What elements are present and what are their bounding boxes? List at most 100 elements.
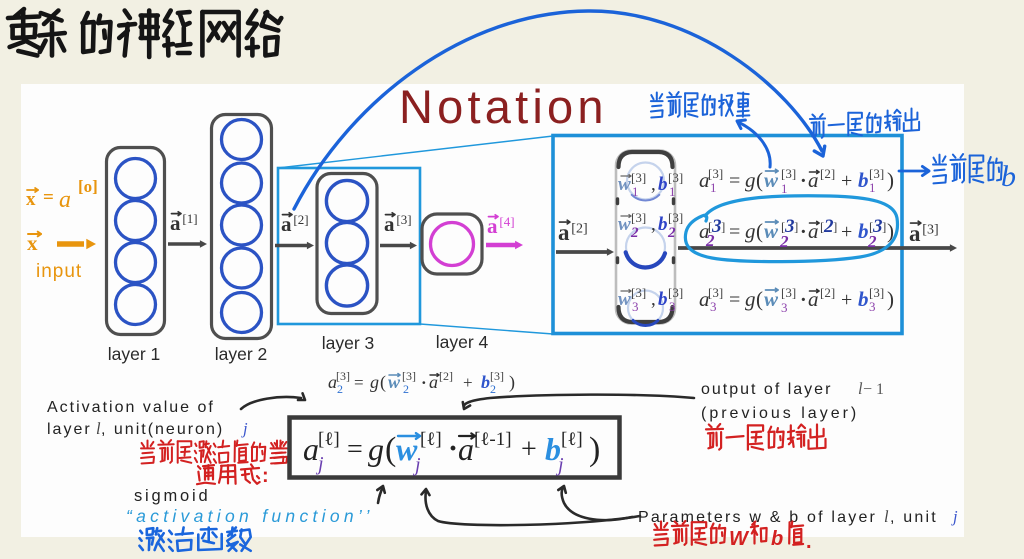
svg-text:[3]: [3] [668,285,683,300]
svg-text:w: w [764,219,779,243]
svg-text:w: w [618,174,631,195]
svg-text:[2]: [2] [571,221,587,236]
svg-text:, unit(neuron): , unit(neuron) [101,421,224,438]
svg-text:b: b [858,168,869,192]
svg-text:b: b [545,431,561,467]
svg-text:[: [ [708,219,712,234]
svg-text:a: a [699,219,710,243]
svg-text:a: a [808,219,819,243]
svg-text:2: 2 [667,225,676,241]
svg-text:a: a [458,431,474,467]
svg-text:,: , [651,214,656,235]
svg-text:sigmoid: sigmoid [134,487,210,505]
svg-text:layer: layer [47,421,92,438]
svg-text:3: 3 [711,216,722,237]
svg-text:[3]: [3] [490,369,504,383]
svg-text:w: w [618,289,631,310]
svg-text:3: 3 [784,216,795,237]
svg-text:j: j [412,454,421,476]
svg-text:a: a [170,211,181,235]
svg-text:1: 1 [869,180,876,195]
svg-text:,: , [651,174,656,195]
svg-text:[3]: [3] [869,285,884,300]
svg-text:[3]: [3] [708,285,723,300]
svg-text:a: a [699,168,710,192]
svg-text:[ℓ-1]: [ℓ-1] [474,429,512,450]
svg-text:w: w [618,214,631,235]
svg-text:[1]: [1] [182,211,197,226]
svg-text:[3]: [3] [708,166,723,181]
svg-text:layer 4: layer 4 [436,332,489,352]
svg-text:[3]: [3] [869,166,884,181]
svg-text:[3]: [3] [336,369,350,383]
svg-text:g: g [745,219,756,243]
svg-text:a: a [909,221,921,246]
svg-text:g: g [745,287,756,311]
svg-text:[3]: [3] [631,170,646,185]
svg-text:[3]: [3] [631,210,646,225]
svg-text:2: 2 [779,232,789,251]
svg-text:(previous layer): (previous layer) [701,405,859,422]
svg-text:a: a [487,214,498,238]
svg-text:[: [ [820,219,824,234]
svg-text:2: 2 [823,216,834,237]
svg-text:j: j [241,419,248,438]
svg-text:): ) [509,372,515,393]
svg-text:1: 1 [632,184,639,199]
svg-text:b: b [658,214,668,235]
svg-text:[3]: [3] [631,285,646,300]
svg-text::: : [262,465,269,487]
svg-text:[4]: [4] [499,214,514,229]
svg-text:3: 3 [632,299,639,314]
svg-text:[3]: [3] [922,222,938,237]
svg-text:1: 1 [710,180,717,195]
svg-text:[o]: [o] [78,177,98,196]
svg-text:3: 3 [669,299,676,314]
svg-text:3: 3 [872,216,883,237]
svg-text:]: ] [833,219,837,234]
svg-text:]: ] [794,219,798,234]
svg-text:2: 2 [490,382,496,396]
svg-text:·: · [421,373,427,392]
svg-text:+: + [841,170,852,192]
svg-text:input: input [36,261,82,282]
svg-text:b: b [481,372,490,392]
svg-text:]: ] [721,219,725,234]
svg-text:a: a [808,168,819,192]
svg-text:(: ( [756,168,763,192]
svg-text:3: 3 [710,299,717,314]
svg-text:): ) [589,431,600,468]
svg-text:W: W [729,528,750,550]
svg-text:=: = [354,373,364,392]
svg-text:g: g [745,168,756,192]
svg-text:layer 1: layer 1 [108,344,161,364]
svg-text:·: · [800,170,807,192]
svg-text:(: ( [385,431,396,468]
svg-text:2: 2 [630,225,639,241]
svg-text:2: 2 [403,382,409,396]
svg-text:a: a [558,220,570,245]
svg-text:+: + [463,373,473,392]
svg-text:(: ( [756,219,763,243]
svg-text:=: = [43,187,54,208]
svg-text:(: ( [756,287,763,311]
svg-text:[ℓ]: [ℓ] [561,429,583,450]
svg-text:a: a [699,287,710,311]
svg-text:): ) [887,168,894,192]
svg-text:2: 2 [867,232,877,251]
svg-text:]: ] [882,219,886,234]
svg-text:Parameters w & b of layer: Parameters w & b of layer [638,509,877,526]
svg-text:l: l [884,507,889,526]
svg-text:3: 3 [781,300,788,315]
svg-text:[: [ [781,219,785,234]
svg-text:[3]: [3] [668,210,683,225]
svg-text:[: [ [869,219,873,234]
svg-text:j: j [315,453,324,475]
svg-text:[2]: [2] [820,166,835,181]
svg-text:− 1: − 1 [863,381,884,398]
svg-text:g: g [368,431,384,467]
svg-text:[3]: [3] [781,285,796,300]
svg-text:x: x [27,231,38,255]
svg-text:2: 2 [337,382,343,396]
svg-text:a: a [281,212,292,236]
